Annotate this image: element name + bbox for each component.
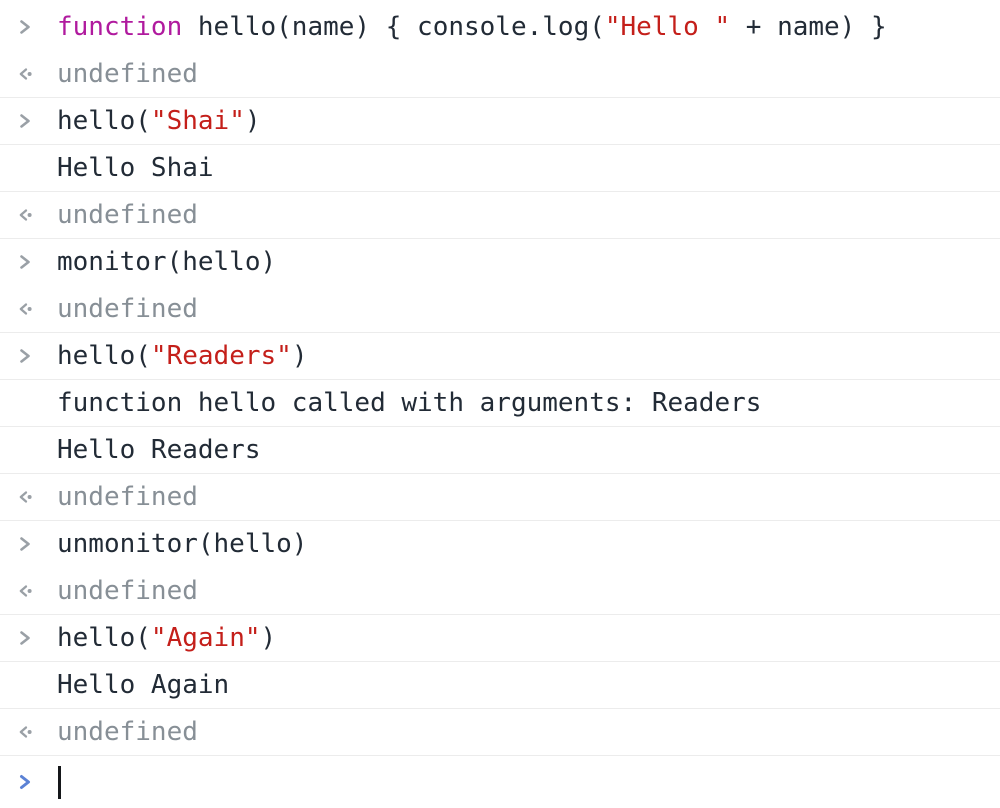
code-segment-muted: undefined [57, 200, 198, 230]
command-text: unmonitor(hello) [57, 531, 307, 557]
code-segment-string: "Again" [150, 623, 261, 653]
console-row-log: Hello Again [0, 661, 1000, 708]
console-row-command: hello("Readers") [0, 332, 1000, 379]
console-row-result: undefined [0, 708, 1000, 755]
log-text: Hello Shai [57, 155, 214, 181]
code-segment-code: ) [260, 623, 277, 653]
console-row-result: undefined [0, 473, 1000, 520]
return-value-arrow-icon [0, 299, 57, 319]
result-text: undefined [57, 61, 198, 87]
return-value-arrow-icon [0, 581, 57, 601]
code-segment-muted: undefined [57, 575, 198, 606]
prompt-chevron-icon [0, 772, 57, 792]
console-row-command: hello("Again") [0, 614, 1000, 661]
console-row-prompt [0, 755, 1000, 808]
console-row-command: function hello(name) { console.log("Hell… [0, 0, 1000, 50]
return-value-arrow-icon [0, 205, 57, 225]
log-text: Hello Readers [57, 437, 261, 463]
result-text: undefined [57, 296, 198, 322]
log-text: Hello Again [57, 672, 229, 698]
console-row-command: hello("Shai") [0, 97, 1000, 144]
code-segment-code: ) [244, 106, 261, 136]
result-text: undefined [57, 578, 198, 604]
result-text: undefined [57, 484, 198, 510]
chevron-right-icon [0, 534, 57, 554]
code-segment-code: hello( [57, 623, 151, 653]
code-segment-code: hello(name) { console.log( [182, 11, 605, 42]
code-segment-code: + name) } [730, 11, 887, 42]
chevron-right-icon [0, 628, 57, 648]
console-row-result: undefined [0, 50, 1000, 97]
code-segment-code: monitor(hello) [57, 247, 277, 277]
code-segment-muted: undefined [57, 717, 198, 747]
code-segment-code: hello( [57, 341, 151, 371]
chevron-right-icon [0, 252, 57, 272]
return-value-arrow-icon [0, 722, 57, 742]
code-segment-code: Hello Shai [57, 153, 214, 183]
code-segment-code: ) [291, 341, 308, 371]
command-text: function hello(name) { console.log("Hell… [57, 14, 887, 40]
code-segment-muted: undefined [57, 482, 198, 512]
console-row-result: undefined [0, 567, 1000, 614]
return-value-arrow-icon [0, 64, 57, 84]
command-text: hello("Again") [57, 625, 276, 651]
console-row-result: undefined [0, 191, 1000, 238]
console-row-command: monitor(hello) [0, 238, 1000, 285]
code-segment-code: function hello called with arguments: Re… [57, 388, 762, 418]
result-text: undefined [57, 719, 198, 745]
code-segment-code: unmonitor(hello) [57, 529, 308, 559]
command-text: monitor(hello) [57, 249, 276, 275]
console-input[interactable] [57, 765, 61, 799]
code-segment-code: Hello Readers [57, 435, 261, 465]
chevron-right-icon [0, 17, 57, 37]
result-text: undefined [57, 202, 198, 228]
text-caret [58, 765, 61, 799]
console-row-log: Hello Shai [0, 144, 1000, 191]
console-row-log: Hello Readers [0, 426, 1000, 473]
console-row-command: unmonitor(hello) [0, 520, 1000, 567]
return-value-arrow-icon [0, 487, 57, 507]
code-segment-code: hello( [57, 106, 151, 136]
code-segment-code: Hello Again [57, 670, 230, 700]
console-row-log: function hello called with arguments: Re… [0, 379, 1000, 426]
code-segment-string: "Readers" [150, 341, 292, 371]
command-text: hello("Readers") [57, 343, 307, 369]
code-segment-string: "Shai" [150, 106, 245, 136]
code-segment-keyword: function [57, 11, 183, 42]
chevron-right-icon [0, 346, 57, 366]
code-segment-string: "Hello " [604, 11, 731, 42]
log-text: function hello called with arguments: Re… [57, 390, 761, 416]
code-segment-muted: undefined [57, 293, 198, 324]
code-segment-muted: undefined [57, 58, 198, 89]
command-text: hello("Shai") [57, 108, 261, 134]
console-row-result: undefined [0, 285, 1000, 332]
chevron-right-icon [0, 111, 57, 131]
